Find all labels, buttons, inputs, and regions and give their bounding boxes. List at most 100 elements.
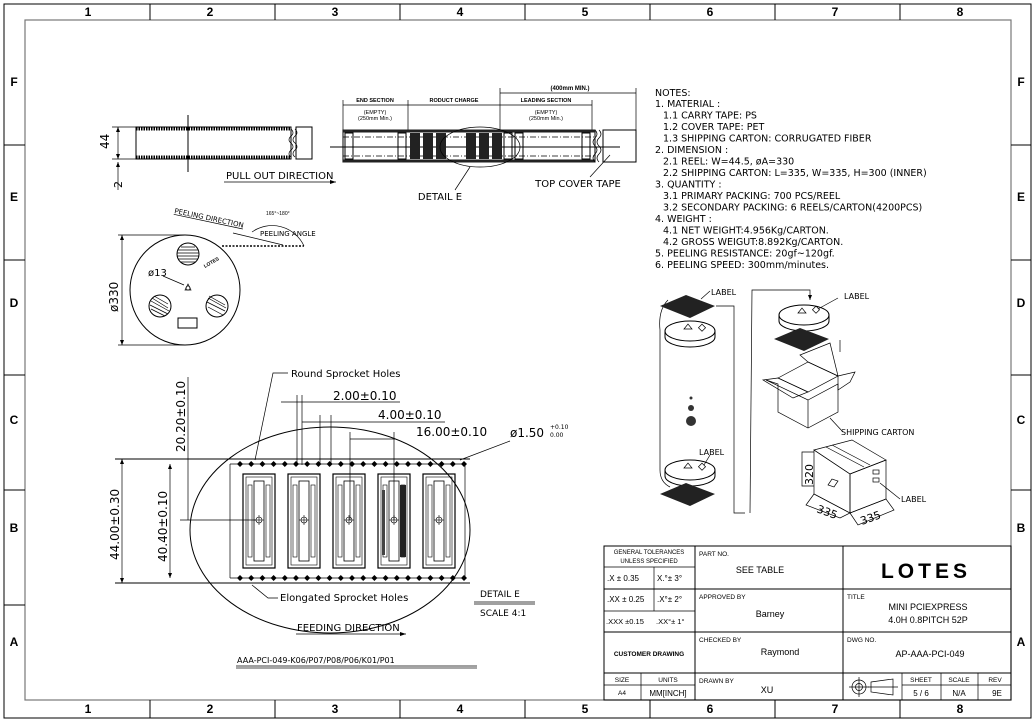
col-label-bottom-6: 6 [707, 702, 714, 716]
label-callout-2: LABEL [699, 448, 725, 457]
note-line: 1. MATERIAL : [655, 99, 720, 110]
connector-pockets [242, 473, 456, 569]
peeling-angle-label: PEELING ANGLE [260, 230, 316, 238]
sprocket-hole [371, 461, 378, 467]
sprocket-hole [293, 461, 299, 467]
inner-border [24, 19, 1012, 701]
sheet-label: SHEET [910, 677, 932, 684]
sprocket-hole [281, 461, 288, 467]
sprocket-hole [270, 461, 277, 467]
reel-logo: LOTES [203, 256, 221, 270]
note-line: 3.1 PRIMARY PACKING: 700 PCS/REEL [663, 191, 841, 202]
tape-side-view: 44 2 PULL OUT DIRECTION [98, 115, 336, 190]
detail-e-callout: DETAIL E [418, 192, 462, 203]
product-charge-label: RODUCT CHARGE [430, 98, 479, 104]
row-label-right-D: D [1017, 296, 1026, 310]
sprocket-hole [337, 575, 344, 581]
sprocket-hole [393, 461, 400, 467]
note-line: 2.1 REEL: W=44.5, øA=330 [663, 157, 794, 168]
note-line: 6. PEELING SPEED: 300mm/minutes. [655, 260, 829, 271]
tolerance-xx: .XX ± 0.25 [607, 595, 645, 604]
reel-window-left [148, 294, 172, 318]
units-label: UNITS [658, 677, 678, 684]
col-label-bottom-3: 3 [332, 702, 339, 716]
dim-16-00: 16.00±0.10 [416, 425, 487, 439]
sprocket-hole [416, 575, 423, 581]
checked-by-label: CHECKED BY [699, 637, 742, 644]
pull-out-direction-label: PULL OUT DIRECTION [226, 171, 333, 182]
title-label: TITLE [847, 594, 865, 601]
col-label-7: 7 [832, 5, 839, 19]
note-line: 2.2 SHIPPING CARTON: L=335, W=335, H=300… [663, 168, 927, 179]
sprocket-hole [461, 575, 467, 581]
drawn-by-value: XU [761, 685, 774, 695]
ellipsis-dot-3 [686, 416, 696, 426]
round-sprocket-holes-label: Round Sprocket Holes [291, 369, 401, 380]
sprocket-hole [315, 575, 322, 581]
sprocket-hole [259, 461, 266, 467]
third-angle-projection-icon [849, 677, 898, 697]
sprocket-hole [438, 461, 445, 467]
company-logo: LOTES [881, 560, 971, 583]
tolerance-xxx: .XXX ±0.15 [606, 617, 644, 626]
row-label-A: A [10, 635, 19, 649]
col-label-4: 4 [457, 5, 464, 19]
round-sprocket-holes [237, 461, 467, 467]
col-label-bottom-4: 4 [457, 702, 464, 716]
feeding-direction-label: FEEDING DIRECTION [297, 623, 400, 634]
col-label-1: 1 [85, 5, 92, 19]
col-label-bottom-7: 7 [832, 702, 839, 716]
connector-pocket [422, 473, 456, 569]
leading-section-empty: (EMPTY) [535, 110, 558, 116]
row-label-right-B: B [1017, 521, 1026, 535]
sprocket-hole [393, 575, 400, 581]
outer-border [3, 3, 1032, 719]
sprocket-hole [461, 461, 467, 467]
tolerance-xxx-angle: .XX°± 1° [656, 617, 684, 626]
detail-e-title: DETAIL E [480, 590, 520, 600]
sprocket-hole [449, 461, 456, 467]
end-section-min: (250mm Min.) [358, 116, 392, 122]
sprocket-hole [326, 575, 333, 581]
col-label-8: 8 [957, 5, 964, 19]
col-label-bottom-1: 1 [85, 702, 92, 716]
note-line: 1.1 CARRY TAPE: PS [663, 111, 757, 122]
sprocket-hole [405, 461, 411, 467]
reel-view: PEELING DIRECTION 165°~180° PEELING ANGL… [107, 207, 316, 346]
part-no-label: PART NO. [699, 551, 729, 558]
label-callout-1: LABEL [711, 288, 737, 297]
sprocket-hole [326, 461, 333, 467]
carton-width-dim: 335 [859, 508, 883, 527]
customer-drawing-label: CUSTOMER DRAWING [614, 651, 684, 658]
connector-pocket [287, 473, 321, 569]
sprocket-hole [304, 461, 311, 467]
sprocket-hole [405, 575, 411, 581]
detail-e-scale: SCALE 4:1 [480, 609, 526, 619]
connector-pocket [242, 473, 276, 569]
sprocket-hole [382, 575, 389, 581]
sprocket-hole [304, 575, 311, 581]
sprocket-hole [270, 575, 277, 581]
sprocket-hole [237, 461, 243, 467]
col-label-5: 5 [582, 5, 589, 19]
notes-heading: NOTES: [655, 88, 691, 99]
sprocket-hole [360, 461, 367, 467]
connector-pocket [332, 473, 366, 569]
approved-by-value: Barney [756, 609, 785, 619]
elongated-sprocket-holes [237, 575, 467, 581]
end-section-label: END SECTION [356, 98, 394, 104]
sprocket-hole [349, 575, 355, 581]
sprocket-hole [237, 575, 243, 581]
sheet-value: 5 / 6 [913, 689, 929, 698]
tape-width-tolerance: 44.00±0.30 [108, 489, 122, 560]
tolerance-x-angle: X.°± 3° [657, 574, 682, 583]
note-line: 4.2 GROSS WEIGUT:8.892Kg/CARTON. [663, 237, 843, 248]
tolerance-x: .X ± 0.35 [607, 574, 640, 583]
label-callout-3: LABEL [844, 292, 870, 301]
note-line: 4. WEIGHT : [655, 214, 712, 225]
dim-hole-diameter: ø1.50 [510, 426, 544, 440]
note-line: 1.3 SHIPPING CARTON: CORRUGATED FIBER [663, 134, 872, 145]
peeling-angle-range: 165°~180° [266, 211, 290, 217]
rev-label: REV [988, 677, 1002, 684]
top-cover-tape-label: TOP COVER TAPE [534, 179, 621, 190]
